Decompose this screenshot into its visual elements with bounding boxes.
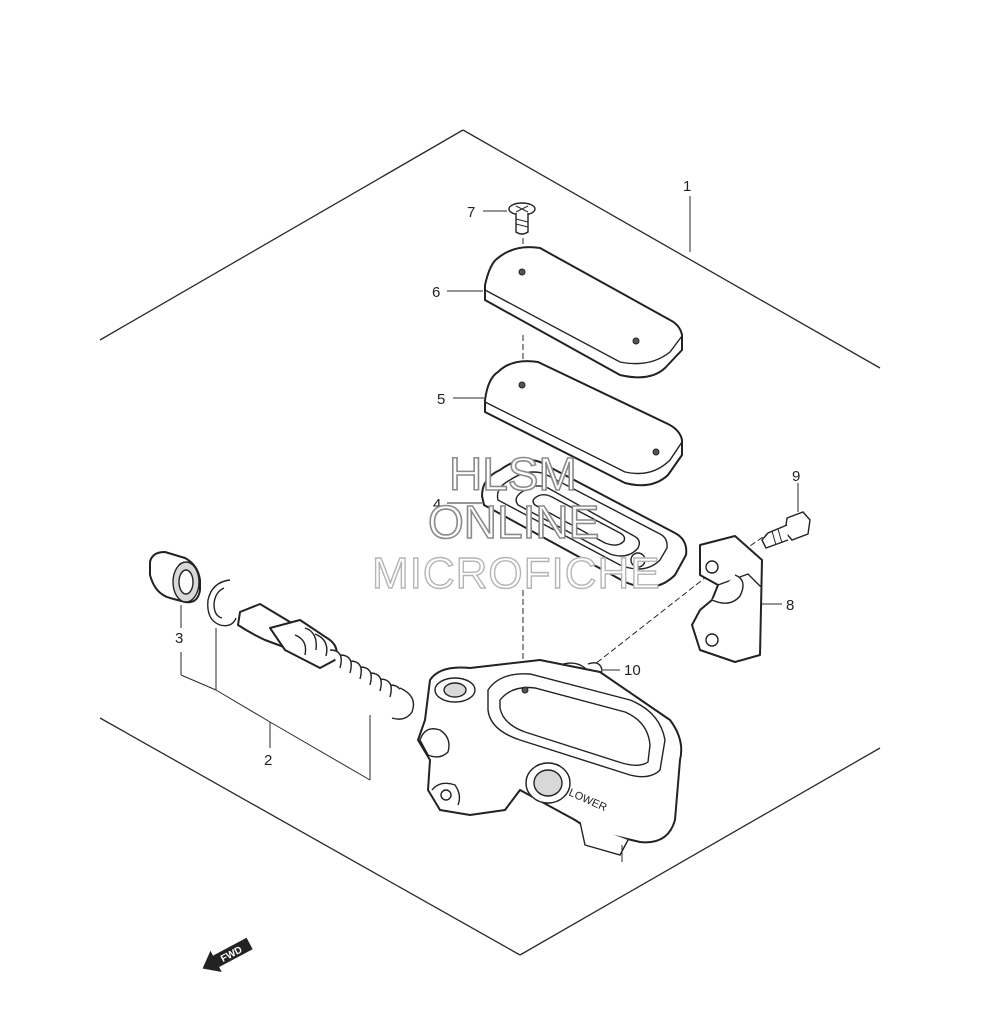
master-cylinder-body: LOWER (417, 659, 683, 862)
callout-8: 8 (786, 597, 794, 614)
watermark-line-1: HLSM (449, 448, 577, 500)
watermark: HLSM ONLINE MICROFICHE (371, 447, 661, 599)
watermark-line-3: MICROFICHE (372, 549, 661, 598)
spring (329, 649, 415, 720)
bolt-9 (761, 511, 811, 549)
piston-set-2 (237, 603, 415, 720)
callout-9: 9 (792, 468, 800, 485)
reservoir-cap-6 (484, 246, 683, 379)
callout-5: 5 (437, 391, 445, 408)
screw-7 (508, 202, 536, 235)
boot-3 (149, 551, 201, 604)
watermark-line-2: ONLINE (428, 496, 599, 548)
fwd-label: FWD (219, 945, 244, 965)
callout-labels: 1 7 6 5 4 9 8 10 3 2 (175, 178, 800, 769)
assembly-boundary (99, 129, 881, 956)
callout-2: 2 (264, 752, 272, 769)
diaphragm-4 (481, 458, 688, 589)
leader-lines (180, 196, 799, 781)
forward-arrow-icon: FWD (202, 937, 253, 972)
callout-4: 4 (433, 496, 441, 513)
callout-7: 7 (467, 204, 475, 221)
diaphragm-plate-5 (484, 360, 683, 487)
callout-1: 1 (683, 178, 691, 195)
clamp-8 (691, 535, 763, 663)
callout-6: 6 (432, 284, 440, 301)
callout-10: 10 (624, 662, 641, 679)
callout-3: 3 (175, 630, 183, 647)
circlip (207, 579, 237, 627)
